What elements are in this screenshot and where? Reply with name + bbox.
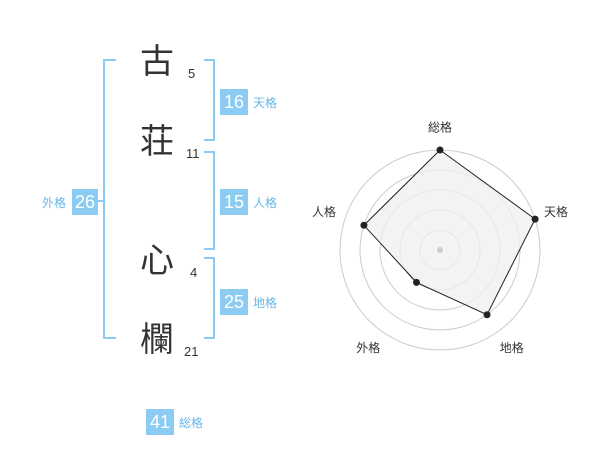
chikaku-label: 地格 [253,296,278,310]
gaikaku-label: 外格 [42,196,67,210]
radar-axis-label-4: 外格 [356,340,380,355]
gaikaku-bracket [103,59,116,339]
radar-center-dot [437,247,443,253]
stroke-count-1: 5 [188,66,196,81]
name-char-4: 欄 [140,320,174,360]
soukaku-label: 総格 [179,416,204,430]
tenkaku-bracket [204,59,215,141]
radar-axis-label-1: 総格 [428,120,452,135]
chikaku-bracket [204,257,215,339]
name-char-3: 心 [140,241,174,281]
stroke-count-4: 21 [184,344,199,359]
soukaku-badge: 41 [146,409,174,435]
radar-points [360,146,539,319]
name-char-1: 古 [140,42,174,82]
tenkaku-badge: 16 [220,89,248,115]
jinkaku-badge: 15 [220,189,248,215]
radar-axis-label-3: 地格 [500,340,524,355]
stroke-count-2: 11 [186,146,200,161]
name-char-2: 荘 [140,122,174,162]
radar-axis-label-2: 天格 [544,204,568,219]
radar-point-3 [483,311,491,319]
chikaku-badge: 25 [220,289,248,315]
jinkaku-label: 人格 [253,196,278,210]
gaikaku-badge: 26 [72,189,98,215]
radar-area [363,150,536,315]
tenkaku-label: 天格 [253,96,278,110]
radar-point-2 [531,215,539,223]
stroke-count-3: 4 [190,265,198,280]
radar-point-4 [412,278,420,286]
radar-axis-label-5: 人格 [312,204,336,219]
radar-outline [363,149,536,316]
jinkaku-bracket [204,151,215,250]
radar-point-1 [436,146,444,154]
radar-point-5 [360,221,368,229]
